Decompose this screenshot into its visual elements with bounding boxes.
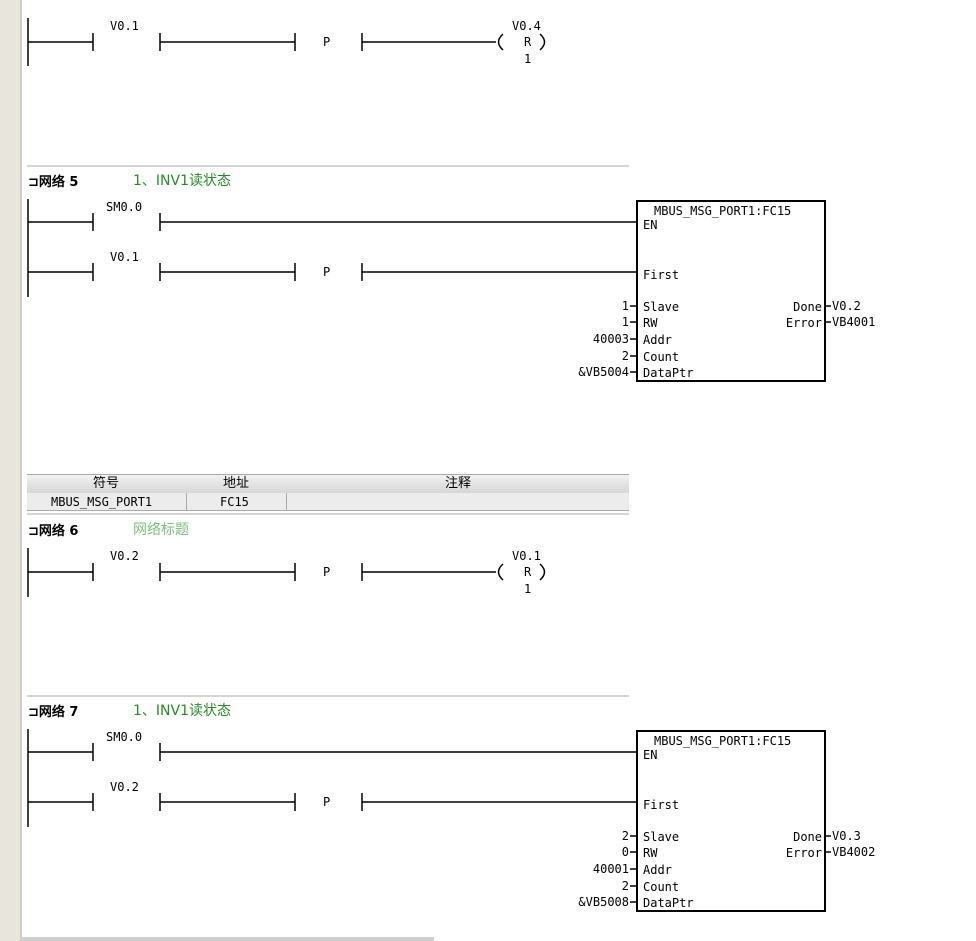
- collapse-icon[interactable]: ⊐: [28, 175, 39, 190]
- input-value-dataptr[interactable]: &VB5004: [578, 365, 629, 379]
- coil-label[interactable]: V0.4: [512, 19, 541, 33]
- pin-dataptr: DataPtr: [643, 366, 694, 380]
- coil-right: [539, 563, 546, 581]
- input-value-count[interactable]: 2: [621, 349, 629, 363]
- coil-label[interactable]: V0.1: [512, 549, 541, 563]
- pin-count: Count: [643, 880, 680, 894]
- pin-first: First: [643, 268, 680, 282]
- pin-addr: Addr: [643, 333, 672, 347]
- pin-error: Error: [785, 316, 822, 330]
- coil-right: [539, 33, 546, 51]
- horizontal-scrollbar[interactable]: [22, 937, 434, 941]
- edge-detect-label[interactable]: P: [323, 795, 331, 809]
- coil-type: R: [524, 565, 532, 579]
- network-header[interactable]: ⊐网络 7: [28, 706, 78, 720]
- address-cell[interactable]: FC15: [220, 495, 249, 509]
- coil-left: [497, 33, 504, 51]
- pin-count: Count: [643, 350, 680, 364]
- collapse-icon[interactable]: ⊐: [28, 524, 39, 539]
- network-comment[interactable]: 网络标题: [133, 522, 189, 538]
- input-value-addr[interactable]: 40001: [592, 862, 629, 876]
- pin-rw: RW: [643, 316, 658, 330]
- network-comment[interactable]: 1、INV1读状态: [133, 703, 231, 719]
- coil-left: [497, 563, 504, 581]
- symbol-cell[interactable]: MBUS_MSG_PORT1: [51, 495, 153, 509]
- coil-type: R: [524, 35, 532, 49]
- input-value-count[interactable]: 2: [621, 879, 629, 893]
- column-header-address[interactable]: 地址: [223, 476, 250, 491]
- network-title: 网络 5: [38, 175, 79, 190]
- input-value-dataptr[interactable]: &VB5008: [578, 895, 629, 909]
- contact-label[interactable]: V0.1: [110, 250, 139, 264]
- input-value-slave[interactable]: 2: [621, 829, 629, 843]
- pin-slave: Slave: [643, 830, 680, 844]
- output-value-done[interactable]: V0.3: [832, 829, 861, 843]
- pin-rw: RW: [643, 846, 658, 860]
- pin-addr: Addr: [643, 863, 672, 877]
- network-comment[interactable]: 1、INV1读状态: [133, 173, 231, 189]
- block-name: MBUS_MSG_PORT1:FC15: [654, 204, 792, 218]
- pin-error: Error: [785, 846, 822, 860]
- collapse-icon[interactable]: ⊐: [28, 705, 39, 720]
- coil-count: 1: [524, 582, 532, 596]
- table-row[interactable]: MBUS_MSG_PORT1 FC15: [27, 493, 629, 511]
- edge-detect-label[interactable]: P: [323, 265, 331, 279]
- pin-done: Done: [793, 300, 822, 314]
- pin-done: Done: [793, 830, 822, 844]
- contact-label[interactable]: SM0.0: [106, 200, 143, 214]
- contact-label[interactable]: V0.2: [110, 780, 139, 794]
- network-title: 网络 6: [38, 524, 79, 539]
- input-value-slave[interactable]: 1: [621, 299, 629, 313]
- output-value-done[interactable]: V0.2: [832, 299, 861, 313]
- contact-label[interactable]: V0.1: [110, 19, 139, 33]
- input-value-rw[interactable]: 1: [621, 315, 629, 329]
- network-header[interactable]: ⊐网络 6: [28, 525, 78, 539]
- pin-slave: Slave: [643, 300, 680, 314]
- symbol-table: 符号 地址 注释 MBUS_MSG_PORT1 FC15: [27, 474, 629, 512]
- network-header[interactable]: ⊐网络 5: [28, 176, 78, 190]
- output-value-error[interactable]: VB4002: [832, 845, 876, 859]
- function-block[interactable]: MBUS_MSG_PORT1:FC15 EN First Slave RW Ad…: [636, 200, 826, 382]
- pin-first: First: [643, 798, 680, 812]
- edge-detect-label[interactable]: P: [323, 565, 331, 579]
- block-name: MBUS_MSG_PORT1:FC15: [654, 734, 792, 748]
- pin-en: EN: [643, 218, 658, 232]
- column-divider: [186, 493, 187, 510]
- column-divider: [286, 493, 287, 510]
- pin-dataptr: DataPtr: [643, 896, 694, 910]
- network-title: 网络 7: [38, 705, 79, 720]
- left-gutter-edge: [20, 0, 22, 941]
- input-value-rw[interactable]: 0: [621, 845, 629, 859]
- output-value-error[interactable]: VB4001: [832, 315, 876, 329]
- left-gutter: [0, 0, 20, 941]
- symbol-table-header: 符号 地址 注释: [27, 474, 629, 494]
- column-header-symbol[interactable]: 符号: [93, 476, 120, 491]
- contact-label[interactable]: V0.2: [110, 549, 139, 563]
- function-block[interactable]: MBUS_MSG_PORT1:FC15 EN First Slave RW Ad…: [636, 730, 826, 912]
- edge-detect-label[interactable]: P: [323, 35, 331, 49]
- contact-label[interactable]: SM0.0: [106, 730, 143, 744]
- input-value-addr[interactable]: 40003: [592, 332, 629, 346]
- coil-count: 1: [524, 52, 532, 66]
- pin-en: EN: [643, 748, 658, 762]
- column-header-comment[interactable]: 注释: [445, 476, 472, 491]
